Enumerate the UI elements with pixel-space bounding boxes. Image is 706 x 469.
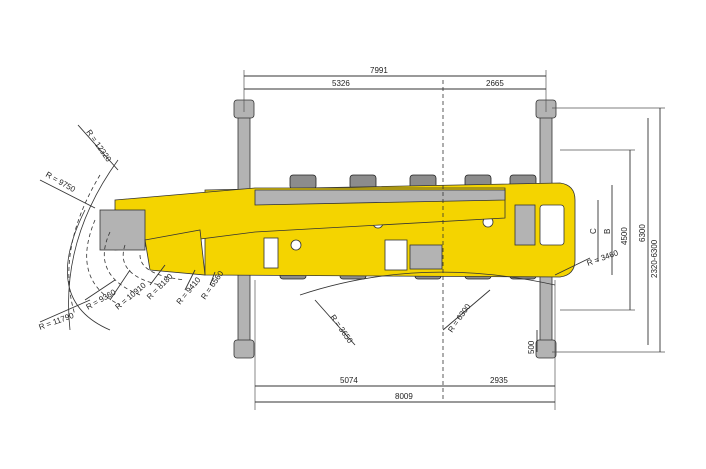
radius-label: R = 9410 [175,275,203,306]
boom-head [99,209,146,251]
tire [289,174,317,190]
radius-arc [103,231,141,296]
outrigger-pad-front-bottom [535,339,557,359]
dim-letter-c-label: C [589,228,598,234]
leader-line [77,124,119,171]
leader-line [184,269,196,291]
top-dimensions: 7991 5326 2665 [243,66,547,400]
radius-label: R = 8180 [145,272,175,302]
dim-top-right-label: 2665 [486,79,504,88]
leader-line [39,179,96,209]
right-dimensions: 2320-6300 6300 4500 B C 500 [527,107,665,354]
outrigger-pad-rear-bottom [233,339,255,359]
boom-lattice [254,189,506,206]
dim-top-left-label: 5326 [332,79,350,88]
dim-letter-b-label: B [603,229,612,234]
dim-outrigger-label: 500 [527,340,536,354]
radius-arc [86,219,121,306]
dim-bottom-total-label: 8009 [395,392,413,401]
carrier-panel [384,239,408,271]
dim-right-a-label: 2320-6300 [650,239,659,278]
rear-radius-line [314,299,356,346]
radius-arc [68,159,119,331]
dim-bottom-left-label: 5074 [340,376,358,385]
carrier-panel [263,237,279,269]
bottom-dimensions: 5074 2935 8009 [254,280,556,410]
front-radius-label: R = 3460 [586,248,620,268]
leader-line [84,279,116,301]
turn-radius-label: R = 6300 [446,302,472,334]
cab-side [514,204,536,246]
radius-arc [68,174,101,316]
radius-label: R = 9360 [85,287,118,311]
leader-line [149,264,166,286]
radius-arc [139,254,186,281]
leader-line [209,271,216,286]
turn-radius-line [442,289,491,331]
dim-top-total-label: 7991 [370,66,388,75]
counterweight [144,229,206,276]
dim-bottom-right-label: 2935 [490,376,508,385]
dim-right-c-label: 4500 [620,227,629,245]
carrier-panel [409,244,443,270]
driver-cab [539,204,565,246]
radius-arc [66,209,111,331]
leader-line [39,299,91,323]
turn-radius-arc [299,271,556,296]
radius-label: R = 10910 [114,280,149,311]
leader-line [109,269,131,301]
dim-right-b-label: 6300 [638,224,647,242]
boom [99,187,506,276]
front-radius-line [554,257,591,276]
carrier-hole [290,239,302,251]
radius-label: R = 12320 [84,128,113,164]
rear-radius-label: R = 3650 [328,313,354,345]
